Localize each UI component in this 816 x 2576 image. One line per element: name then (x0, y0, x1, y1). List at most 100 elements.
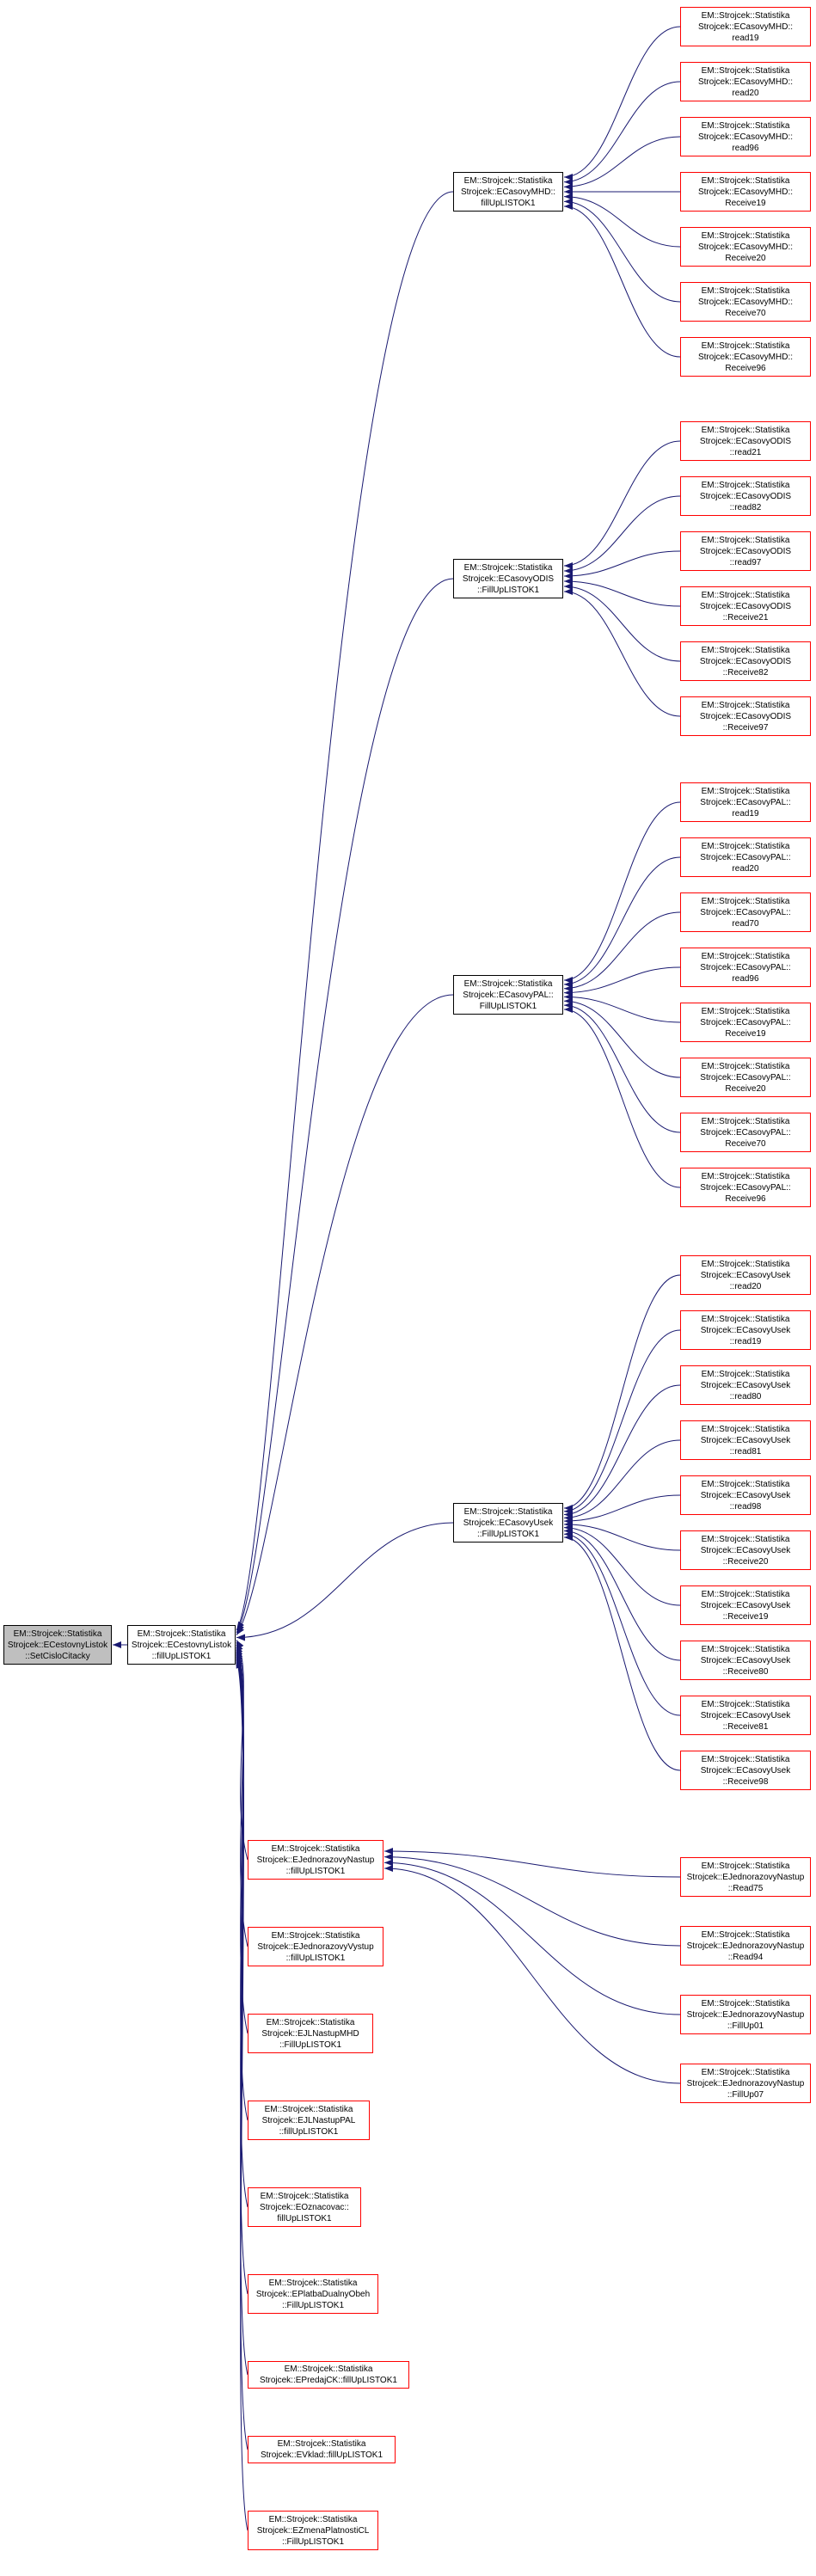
node-label-line: Strojcek::EJLNastupMHD (261, 2028, 359, 2039)
call-edge (563, 198, 681, 303)
node-label-line: Strojcek::ECasovyPAL:: (700, 1127, 791, 1138)
node-label-line: Strojcek::EJednorazovyNastup (686, 1872, 805, 1882)
node-label-line: Strojcek::ECasovyODIS (699, 436, 792, 446)
node-label-line: ::FillUpLISTOK1 (279, 2039, 342, 2050)
node-label-line: Strojcek::EZmenaPlatnostiCL (256, 2525, 370, 2536)
node-label-line: Strojcek::ECasovyMHD:: (697, 187, 794, 197)
node-label-line: EM::Strojcek::Statistika (264, 2104, 353, 2114)
node-label-line: EM::Strojcek::Statistika (268, 2514, 358, 2524)
node-label-line: ::fillUpLISTOK1 (285, 1866, 346, 1876)
call-edge (236, 994, 454, 1635)
node-label-line: Strojcek::ECasovyPAL:: (700, 797, 791, 807)
call-edge (563, 1520, 681, 1551)
call-edge (236, 1522, 454, 1641)
node-label-line: ::FillUp01 (727, 2021, 764, 2031)
node-label-line: Strojcek::ECasovyODIS (699, 546, 792, 556)
node-label-line: Strojcek::EJednorazovyNastup (686, 1941, 805, 1951)
node-label-line: Strojcek::ECasovyPAL:: (700, 1182, 791, 1193)
node-label-line: EM::Strojcek::Statistika (701, 1534, 790, 1544)
node-label-line: ::Receive82 (722, 667, 769, 678)
node-label-line: Strojcek::ECasovyUsek (700, 1655, 791, 1665)
node-label-line: Strojcek::ECasovyPAL:: (700, 962, 791, 972)
call-edge (236, 1659, 248, 2531)
node-label-line: Strojcek::ECasovyUsek (700, 1380, 791, 1390)
node-label-line: ::FillUpLISTOK1 (281, 2536, 345, 2547)
node-label-line: Strojcek::EVklad::fillUpLISTOK1 (260, 2450, 383, 2460)
call-edge (563, 997, 681, 1078)
node-label-line: read70 (732, 918, 759, 929)
node-label-line: Strojcek::ECasovyPAL:: (700, 852, 791, 862)
node-label-line: EM::Strojcek::Statistika (271, 1843, 360, 1854)
node-label-line: EM::Strojcek::Statistika (701, 1861, 790, 1871)
node-label-line: EM::Strojcek::Statistika (701, 700, 790, 710)
node-label-line: EM::Strojcek::Statistika (137, 1628, 226, 1639)
node-label-line: read96 (732, 973, 759, 984)
node-label-line: ::read80 (729, 1391, 762, 1401)
node-label-line: EM::Strojcek::Statistika (701, 841, 790, 851)
node-label-line: Strojcek::ECasovyMHD:: (697, 352, 794, 362)
node-label-line: Receive19 (725, 198, 766, 208)
node-label-line: EM::Strojcek::Statistika (701, 1116, 790, 1126)
node-label-line: Strojcek::ECasovyMHD:: (697, 21, 794, 32)
node-label-line: Receive70 (725, 308, 766, 318)
node-label-line: EM::Strojcek::Statistika (701, 1006, 790, 1016)
node-label-line: ::Receive98 (722, 1776, 769, 1787)
node-label-line: Strojcek::ECasovyUsek (700, 1270, 791, 1280)
node-label-line: Receive96 (725, 363, 766, 373)
node-label-line: EM::Strojcek::Statistika (701, 1171, 790, 1181)
node-label-line: EM::Strojcek::Statistika (266, 2017, 355, 2027)
node-label-line: EM::Strojcek::Statistika (701, 10, 790, 21)
node-label-line: Strojcek::ECasovyUsek (700, 1545, 791, 1555)
